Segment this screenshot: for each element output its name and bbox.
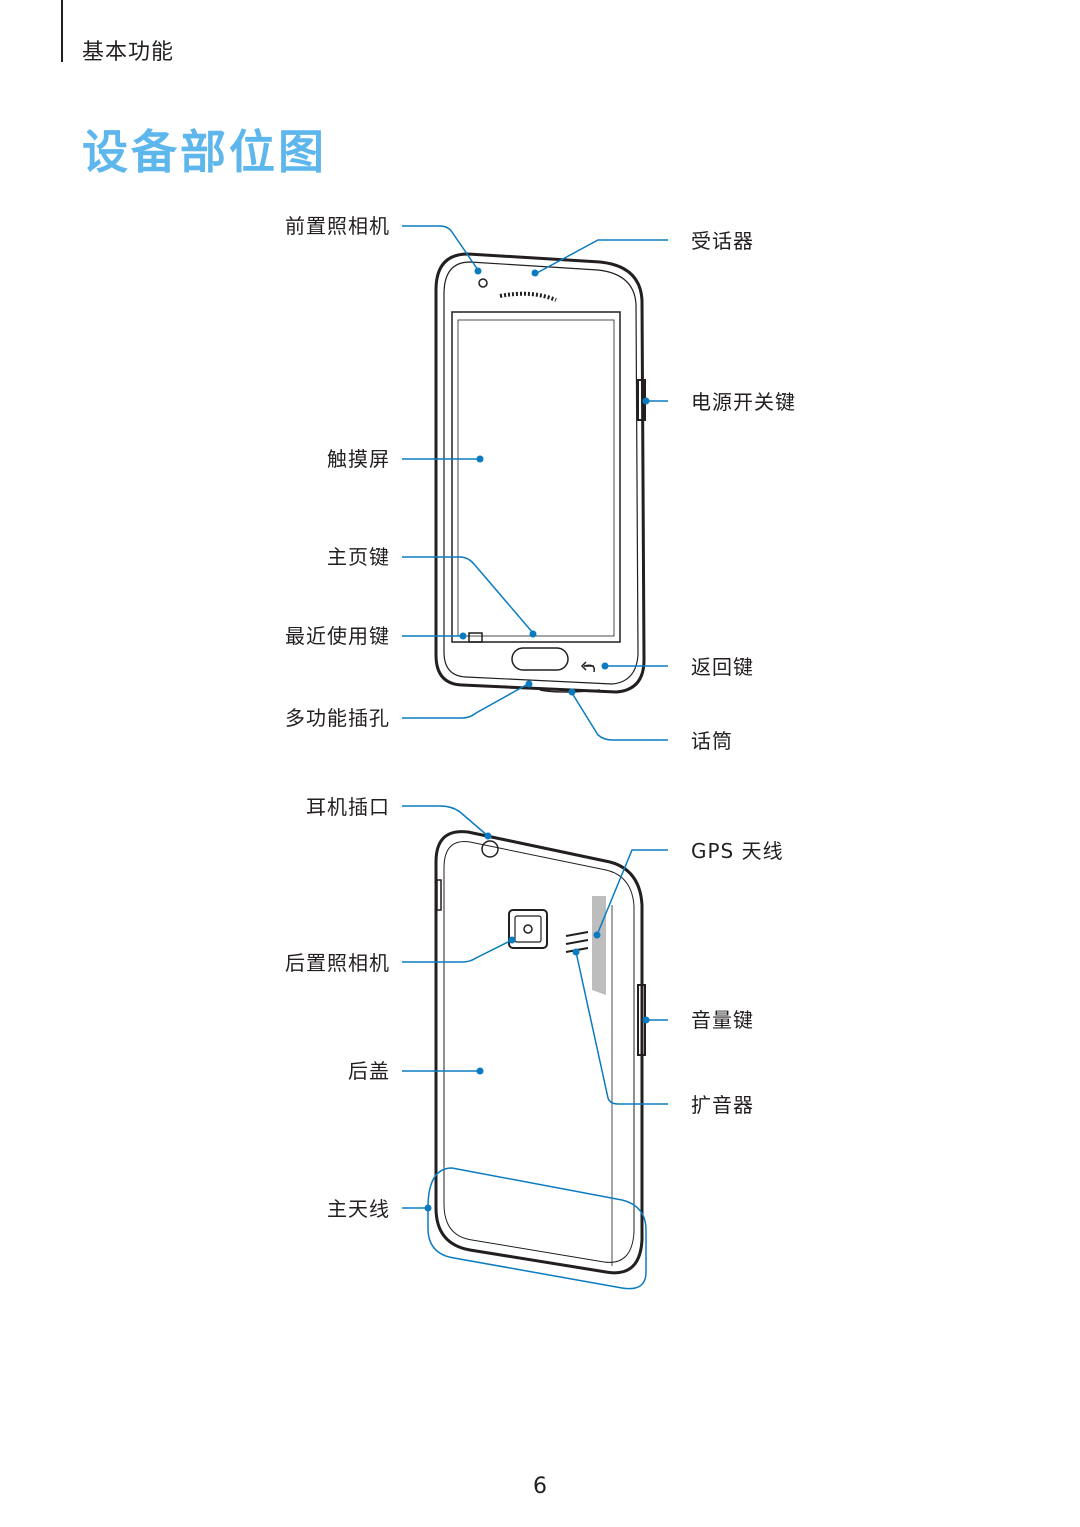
label-earpiece: 受话器 bbox=[691, 229, 754, 253]
label-home-key: 主页键 bbox=[327, 545, 390, 569]
front-callouts bbox=[402, 225, 668, 741]
front-callout-dots bbox=[459, 267, 650, 696]
label-back-cover: 后盖 bbox=[348, 1059, 390, 1083]
front-phone-illustration bbox=[434, 252, 646, 694]
label-speaker: 扩音器 bbox=[691, 1093, 754, 1117]
page-number: 6 bbox=[533, 1474, 547, 1499]
back-callouts bbox=[402, 805, 668, 1290]
label-headset-jack: 耳机插口 bbox=[306, 795, 390, 819]
label-gps-antenna: GPS 天线 bbox=[691, 839, 784, 863]
label-power-key: 电源开关键 bbox=[691, 390, 796, 414]
label-recent-key: 最近使用键 bbox=[285, 624, 390, 648]
label-microphone: 话筒 bbox=[691, 729, 733, 753]
header-rule bbox=[61, 0, 63, 62]
back-callout-dots bbox=[424, 832, 650, 1212]
label-front-camera: 前置照相机 bbox=[285, 214, 390, 238]
gps-antenna-shading bbox=[592, 896, 606, 995]
page-title: 设备部位图 bbox=[82, 125, 327, 179]
label-rear-camera: 后置照相机 bbox=[285, 951, 390, 975]
label-multipurpose-jack: 多功能插孔 bbox=[285, 706, 390, 730]
label-volume-key: 音量键 bbox=[691, 1008, 754, 1032]
label-back-key: 返回键 bbox=[691, 655, 754, 679]
back-phone-illustration bbox=[434, 830, 646, 1275]
label-main-antenna: 主天线 bbox=[327, 1197, 390, 1221]
section-title: 基本功能 bbox=[82, 40, 175, 65]
label-touchscreen: 触摸屏 bbox=[327, 447, 390, 471]
